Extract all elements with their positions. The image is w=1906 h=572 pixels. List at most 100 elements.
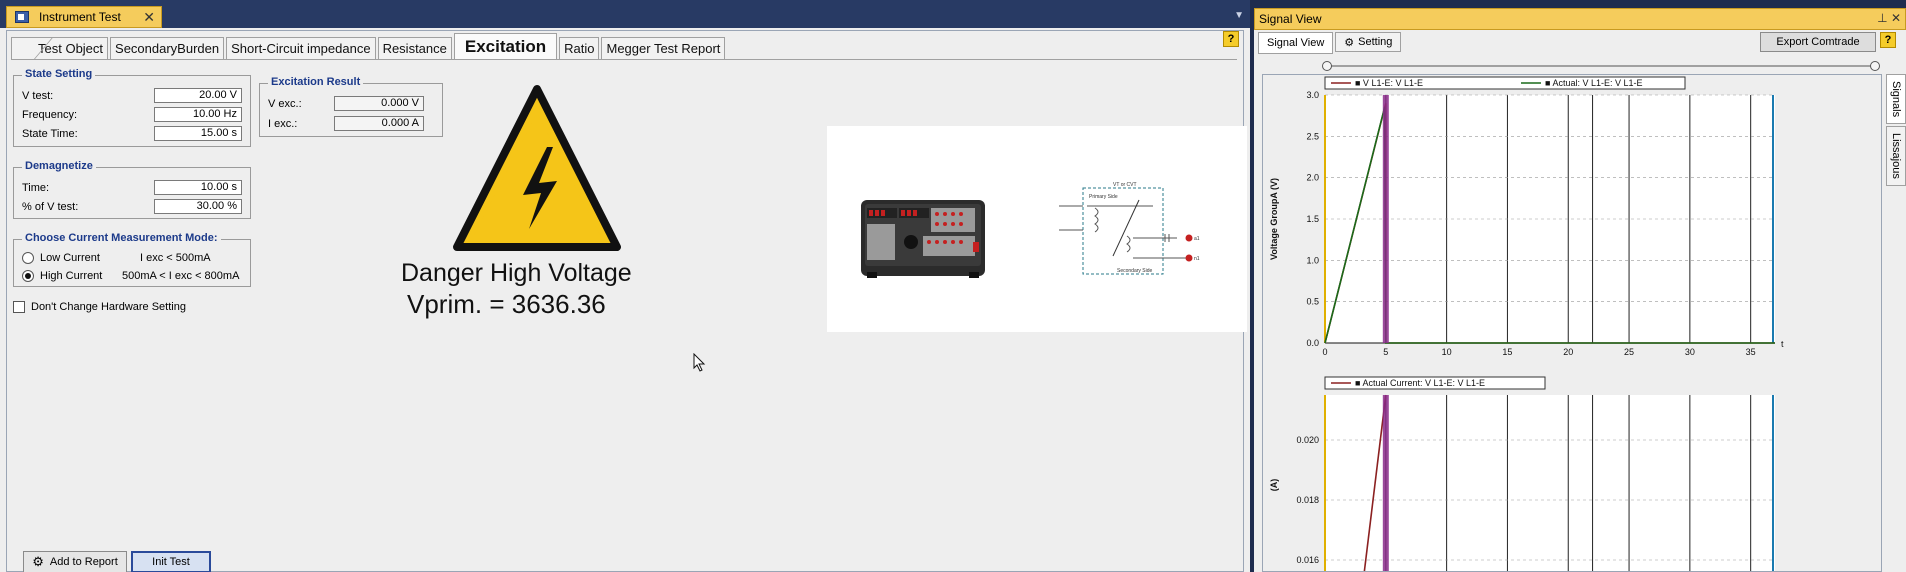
y-tick-label: 0.5 xyxy=(1306,297,1319,307)
tab-lissajous[interactable]: Lissajous xyxy=(1886,126,1906,186)
iexc-label: I exc.: xyxy=(268,118,298,130)
low-current-radio[interactable] xyxy=(22,252,34,264)
legend-entry: ■ Actual: V L1-E: V L1-E xyxy=(1545,78,1642,88)
tab-signals[interactable]: Signals xyxy=(1886,74,1906,125)
tab-ratio[interactable]: Ratio xyxy=(559,37,600,59)
test-set-device-icon xyxy=(861,200,985,278)
export-comtrade-button[interactable]: Export Comtrade xyxy=(1760,32,1876,52)
close-icon[interactable]: ✕ xyxy=(1890,11,1901,25)
x-tick-label: 0 xyxy=(1322,347,1327,357)
y-tick-label: 2.0 xyxy=(1306,173,1319,183)
demagnetize-title: Demagnetize xyxy=(22,160,96,172)
doc-tab-instrument-test[interactable]: Instrument Test ✕ xyxy=(6,6,162,28)
iexc-value: 0.000 A xyxy=(334,116,424,131)
tab-secondary-burden[interactable]: SecondaryBurden xyxy=(110,37,225,59)
vtest-label: V test: xyxy=(22,90,54,102)
diagram-graphic: VT or CVT Primary Side Secondary Side a1… xyxy=(861,182,1200,278)
tab-test-object[interactable]: Test Object xyxy=(11,37,109,59)
signal-charts[interactable]: ■ V L1-E: V L1-E■ Actual: V L1-E: V L1-E… xyxy=(1263,75,1863,572)
demag-time-field[interactable]: 10.00 s xyxy=(154,180,242,195)
tab-short-circuit-impedance[interactable]: Short-Circuit impedance xyxy=(226,37,376,59)
test-tabstrip: Test Object SecondaryBurden Short-Circui… xyxy=(11,33,727,59)
tab-signal-view[interactable]: Signal View xyxy=(1258,32,1334,54)
x-tick-label: 20 xyxy=(1563,347,1573,357)
help-icon[interactable]: ? xyxy=(1880,32,1896,48)
pct-vtest-field[interactable]: 30.00 % xyxy=(154,199,242,214)
chart-frame: ■ V L1-E: V L1-E■ Actual: V L1-E: V L1-E… xyxy=(1262,74,1882,572)
series-line xyxy=(1363,394,1387,572)
terminal-a-label: a1 xyxy=(1194,236,1200,242)
close-icon[interactable]: ✕ xyxy=(143,9,155,25)
demagnetize-group: Demagnetize Time: 10.00 s % of V test: 3… xyxy=(13,160,251,219)
y-tick-label: 0.0 xyxy=(1306,338,1319,348)
y-tick-label: 0.016 xyxy=(1296,555,1319,565)
tab-resistance[interactable]: Resistance xyxy=(377,37,452,59)
high-current-radio[interactable] xyxy=(22,270,34,282)
terminal-n-label: n1 xyxy=(1194,256,1200,262)
vprim-readout: Vprim. = 3636.36 xyxy=(407,289,606,319)
frequency-label: Frequency: xyxy=(22,109,78,121)
signal-view-title: Signal View xyxy=(1259,12,1322,26)
dont-change-hardware-label: Don't Change Hardware Setting xyxy=(31,301,186,313)
demag-time-label: Time: xyxy=(22,182,50,194)
excitation-content: ? Test Object SecondaryBurden Short-Circ… xyxy=(6,30,1247,572)
pin-icon[interactable]: ⊥ xyxy=(1877,11,1888,25)
state-time-label: State Time: xyxy=(22,128,78,140)
low-current-label: Low Current xyxy=(40,252,100,264)
state-time-field[interactable]: 15.00 s xyxy=(154,126,242,141)
y-axis-label: Voltage GroupA (V) xyxy=(1269,178,1279,260)
primary-side-label: Primary Side xyxy=(1089,194,1118,200)
instrument-test-document: Instrument Test ✕ ▼ ? Test Object Second… xyxy=(0,0,1250,572)
dont-change-hardware-option[interactable]: Don't Change Hardware Setting xyxy=(13,299,186,315)
vexc-value: 0.000 V xyxy=(334,96,424,111)
excitation-result-title: Excitation Result xyxy=(268,76,364,88)
vexc-label: V exc.: xyxy=(268,98,302,110)
x-axis-label: t xyxy=(1781,339,1784,349)
connection-diagram: VT or CVT Primary Side Secondary Side a1… xyxy=(827,126,1247,332)
chart-legend xyxy=(1324,76,1686,90)
y-tick-label: 0.020 xyxy=(1296,435,1319,445)
state-setting-title: State Setting xyxy=(22,68,96,80)
time-range-slider[interactable] xyxy=(1322,60,1882,72)
y-tick-label: 1.0 xyxy=(1306,255,1319,265)
panel-splitter[interactable] xyxy=(1250,0,1254,572)
side-tabstrip: Signals Lissajous xyxy=(1886,74,1906,188)
mouse-cursor-icon xyxy=(693,353,706,372)
tab-divider xyxy=(11,59,1237,60)
tab-megger-test-report[interactable]: Megger Test Report xyxy=(601,37,726,59)
time-cursor xyxy=(1382,95,1389,343)
high-current-option[interactable]: High Current xyxy=(22,268,102,284)
y-axis-label: (A) xyxy=(1269,479,1279,492)
vtest-field[interactable]: 20.00 V xyxy=(154,88,242,103)
current-mode-group: Choose Current Measurement Mode: Low Cur… xyxy=(13,232,251,287)
window-icon xyxy=(15,11,29,23)
chevron-down-icon[interactable]: ▼ xyxy=(1234,10,1244,21)
high-voltage-warning-icon xyxy=(453,85,621,251)
signal-view-tabstrip: Signal View ⚙ Setting xyxy=(1258,32,1403,54)
low-current-option[interactable]: Low Current xyxy=(22,250,100,266)
y-tick-label: 0.018 xyxy=(1296,495,1319,505)
slider-end-handle[interactable] xyxy=(1870,61,1880,71)
time-cursor xyxy=(1382,395,1389,572)
x-tick-label: 35 xyxy=(1746,347,1756,357)
dont-change-hardware-checkbox[interactable] xyxy=(13,301,25,313)
y-tick-label: 2.5 xyxy=(1306,131,1319,141)
vt-label: VT or CVT xyxy=(1113,182,1137,188)
help-icon[interactable]: ? xyxy=(1223,31,1239,47)
add-to-report-button[interactable]: ⚙ Add to Report xyxy=(23,551,127,572)
low-current-desc: I exc < 500mA xyxy=(140,252,211,264)
x-tick-label: 10 xyxy=(1442,347,1452,357)
tab-excitation[interactable]: Excitation xyxy=(453,33,558,59)
tab-setting[interactable]: ⚙ Setting xyxy=(1335,32,1402,52)
pct-vtest-label: % of V test: xyxy=(22,201,79,213)
frequency-field[interactable]: 10.00 Hz xyxy=(154,107,242,122)
high-current-label: High Current xyxy=(40,270,103,282)
add-to-report-label: Add to Report xyxy=(49,556,118,568)
legend-entry: ■ Actual Current: V L1-E: V L1-E xyxy=(1355,378,1485,388)
init-test-button[interactable]: Init Test xyxy=(131,551,211,572)
slider-start-handle[interactable] xyxy=(1322,61,1332,71)
high-current-desc: 500mA < I exc < 800mA xyxy=(122,270,240,282)
document-tabstrip: Instrument Test ✕ ▼ xyxy=(0,0,1250,28)
x-tick-label: 15 xyxy=(1502,347,1512,357)
